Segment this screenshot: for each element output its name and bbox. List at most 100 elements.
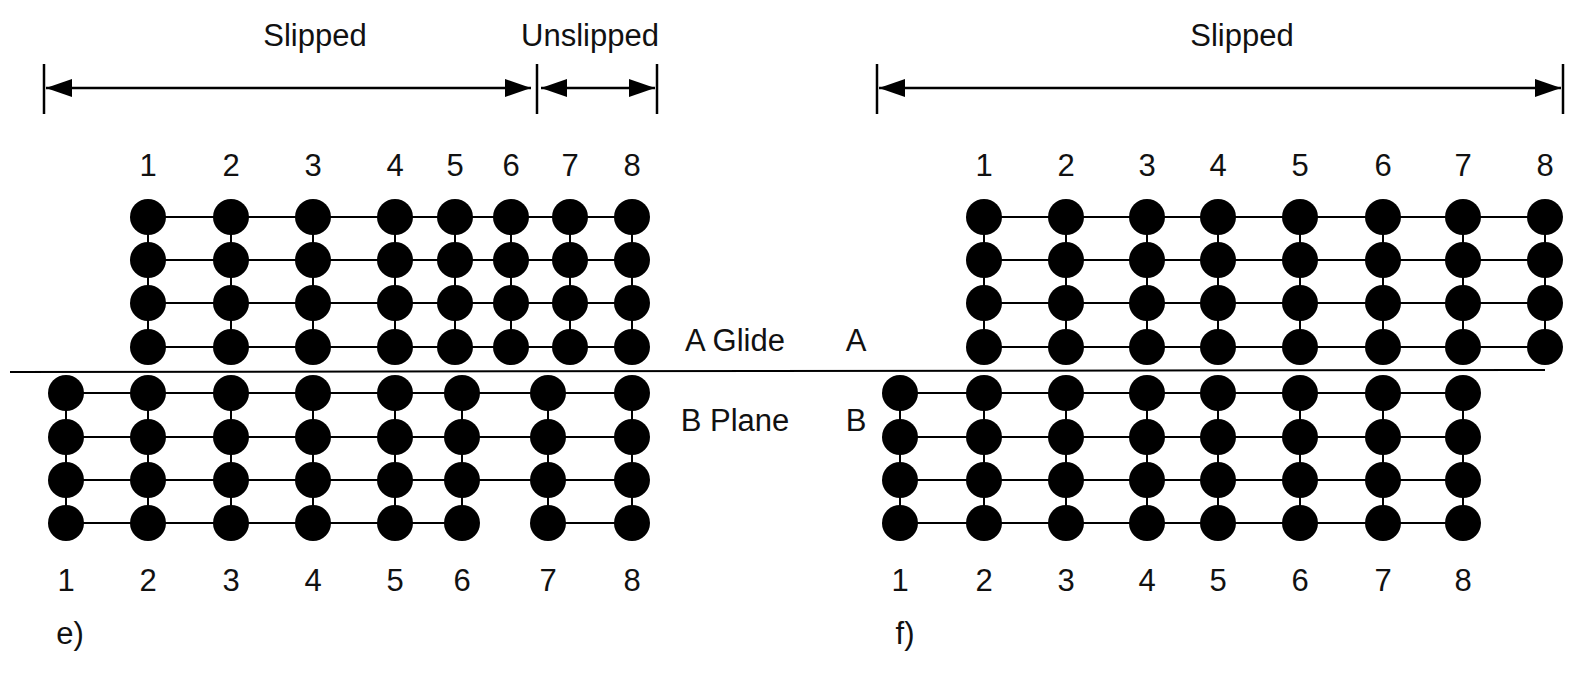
atom: [614, 199, 650, 235]
bond-line: [510, 217, 512, 347]
column-number: 6: [1374, 150, 1391, 181]
bond-line: [1065, 393, 1067, 523]
column-number: 3: [222, 565, 239, 596]
atom: [437, 285, 473, 321]
atom: [213, 242, 249, 278]
plane-label: A: [846, 325, 867, 356]
bond-line: [147, 393, 149, 523]
dimension-tick: [1562, 64, 1565, 114]
atom: [1129, 375, 1165, 411]
bond-line: [394, 217, 396, 347]
atom: [48, 375, 84, 411]
atom: [130, 285, 166, 321]
column-number: 1: [975, 150, 992, 181]
atom: [377, 462, 413, 498]
atom: [1445, 199, 1481, 235]
atom: [493, 329, 529, 365]
atom: [1365, 505, 1401, 541]
bond-line: [312, 217, 314, 347]
arrow-head: [629, 79, 655, 97]
atom: [295, 242, 331, 278]
atom: [1445, 285, 1481, 321]
arrow-head: [46, 79, 72, 97]
atom: [295, 505, 331, 541]
bond-line: [230, 393, 232, 523]
atom: [1365, 419, 1401, 455]
column-number: 5: [386, 565, 403, 596]
bond-line: [1217, 217, 1219, 347]
atom: [966, 329, 1002, 365]
atom: [1282, 242, 1318, 278]
atom: [295, 462, 331, 498]
atom: [377, 505, 413, 541]
atom: [614, 462, 650, 498]
atom: [1129, 462, 1165, 498]
atom: [1200, 199, 1236, 235]
atom: [295, 419, 331, 455]
bond-line: [1382, 217, 1384, 347]
atom: [213, 329, 249, 365]
atom: [1365, 375, 1401, 411]
atom: [48, 462, 84, 498]
bond-line: [1217, 393, 1219, 523]
region-label: Unslipped: [521, 20, 659, 51]
arrow-head: [879, 79, 905, 97]
atom: [130, 242, 166, 278]
atom: [1129, 505, 1165, 541]
atom: [1129, 199, 1165, 235]
bond-line: [1146, 217, 1148, 347]
atom: [377, 285, 413, 321]
atom: [1129, 419, 1165, 455]
atom: [552, 285, 588, 321]
bond-line: [230, 217, 232, 347]
atom: [437, 329, 473, 365]
atom: [1365, 462, 1401, 498]
column-number: 8: [623, 150, 640, 181]
atom: [1282, 419, 1318, 455]
atom: [614, 505, 650, 541]
atom: [1527, 329, 1563, 365]
column-number: 3: [304, 150, 321, 181]
atom: [213, 462, 249, 498]
column-number: 3: [1138, 150, 1155, 181]
bond-line: [1299, 217, 1301, 347]
atom: [1445, 505, 1481, 541]
atom: [530, 462, 566, 498]
bond-line: [312, 393, 314, 523]
atom: [882, 375, 918, 411]
bond-line: [899, 393, 901, 523]
atom: [493, 285, 529, 321]
atom: [1365, 199, 1401, 235]
region-label: Slipped: [263, 20, 366, 51]
atom: [882, 462, 918, 498]
atom: [130, 375, 166, 411]
atom: [437, 242, 473, 278]
plane-label: A Glide: [685, 325, 785, 356]
column-number: 8: [623, 565, 640, 596]
atom: [530, 419, 566, 455]
column-number: 4: [304, 565, 321, 596]
atom: [1282, 285, 1318, 321]
atom: [1048, 505, 1084, 541]
atom: [130, 329, 166, 365]
panel-label: f): [896, 618, 915, 649]
atom: [1282, 462, 1318, 498]
atom: [213, 419, 249, 455]
atom: [614, 329, 650, 365]
atom: [1527, 199, 1563, 235]
atom: [48, 505, 84, 541]
panel-label: e): [56, 618, 84, 649]
atom: [1200, 419, 1236, 455]
atom: [1048, 199, 1084, 235]
bond-line: [631, 393, 633, 523]
atom: [882, 505, 918, 541]
column-number: 6: [1291, 565, 1308, 596]
atom: [437, 199, 473, 235]
column-number: 5: [1291, 150, 1308, 181]
bond-line: [631, 217, 633, 347]
atom: [377, 329, 413, 365]
atom: [882, 419, 918, 455]
atom: [1129, 285, 1165, 321]
atom: [614, 242, 650, 278]
atom: [444, 462, 480, 498]
